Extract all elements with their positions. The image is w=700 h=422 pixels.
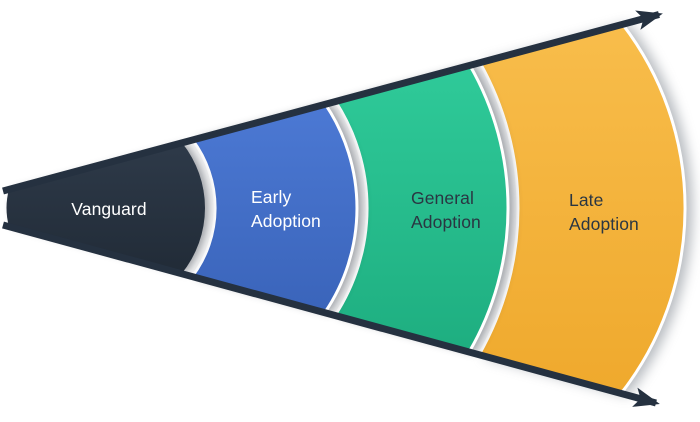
segment-vanguard-divider [190, 102, 359, 315]
expansion-arrow-top [2, 10, 663, 195]
segment-label-late-adoption: Late Adoption [569, 188, 639, 236]
segment-vanguard-shape [6, 142, 205, 274]
label-line: General [411, 188, 474, 208]
label-line: Early [251, 187, 292, 207]
expansion-arrow-bottom [2, 221, 660, 407]
segment-label-early-adoption: Early Adoption [251, 185, 321, 233]
label-line: Adoption [411, 212, 481, 232]
segment-late-adoption-shape [477, 22, 687, 395]
label-line: Adoption [251, 211, 321, 231]
segment-label-general-adoption: General Adoption [411, 186, 481, 234]
label-line: Late [569, 190, 604, 210]
label-line: Vanguard [71, 199, 147, 219]
segment-label-vanguard: Vanguard [29, 197, 189, 221]
label-line: Adoption [569, 214, 639, 234]
